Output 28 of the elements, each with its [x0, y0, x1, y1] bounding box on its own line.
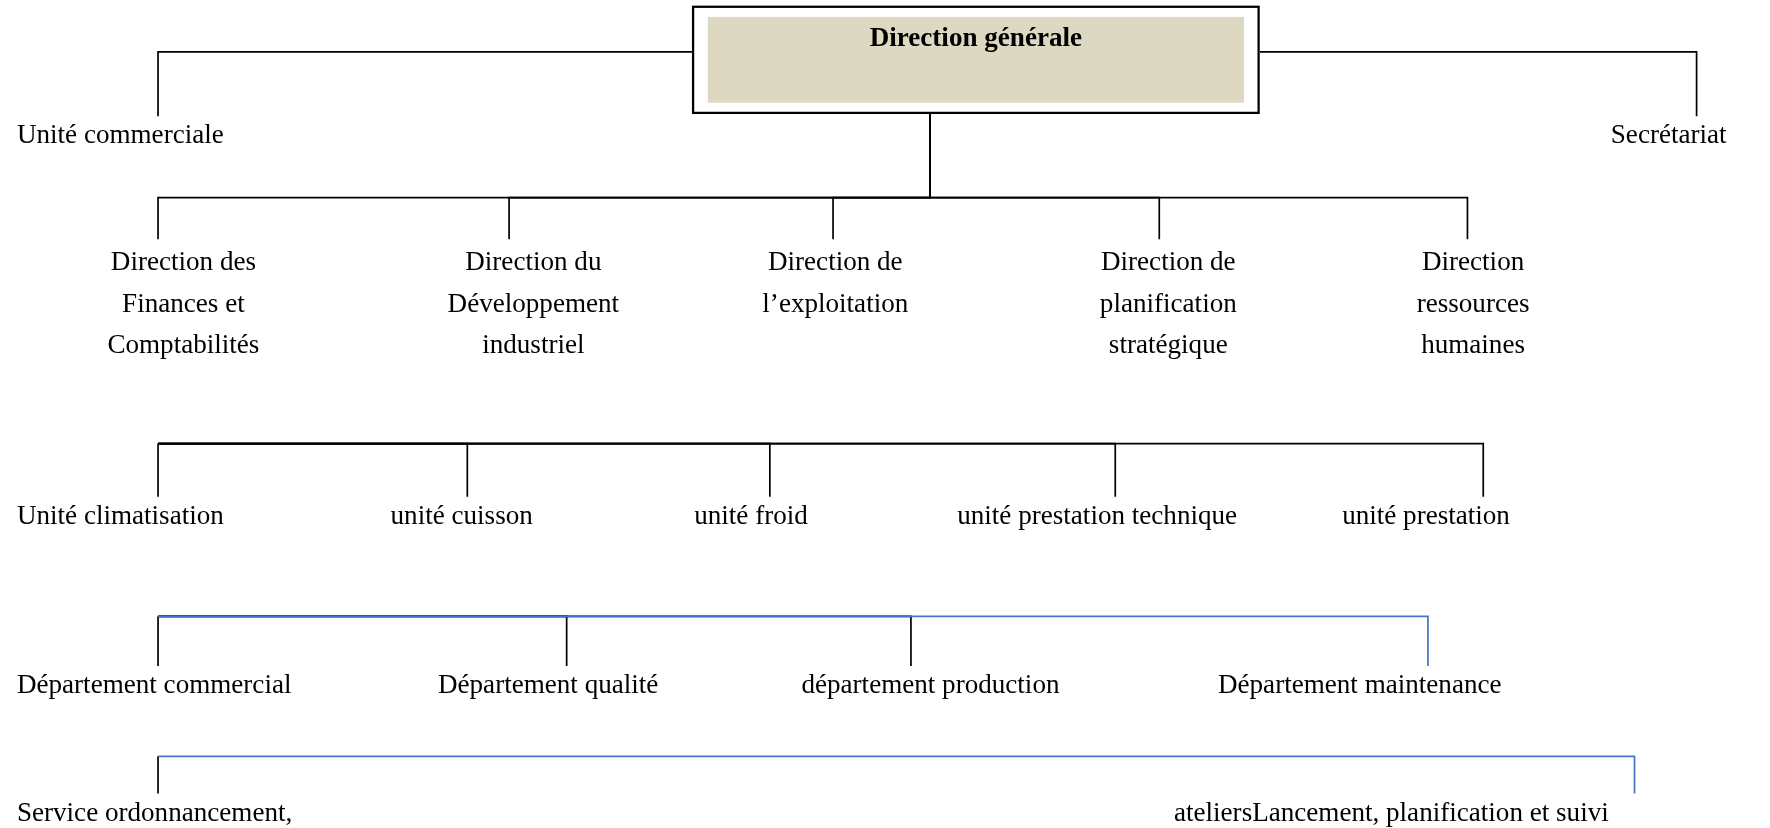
box-label: Direction générale	[707, 16, 1244, 103]
connector-line	[157, 615, 1429, 667]
connector-line	[1258, 51, 1698, 118]
connector-line	[157, 755, 159, 795]
connector-line	[157, 755, 1636, 795]
org-unit-label: Direction des Finances et Comptabilités	[79, 240, 288, 366]
org-unit-label: Direction du Développement industriel	[428, 240, 638, 366]
org-unit-label: Direction de planification stratégique	[1072, 240, 1265, 366]
connector-line	[157, 442, 159, 498]
org-unit-label: Département maintenance	[1218, 667, 1502, 701]
org-unit-label: Unité commerciale	[16, 117, 224, 152]
org-unit-label: ateliersLancement, planification et suivi	[1173, 794, 1609, 828]
org-unit-label: unité prestation	[1342, 497, 1510, 532]
org-unit-label: Secrétariat	[1610, 117, 1727, 152]
org-unit-label: Direction ressources humaines	[1394, 240, 1553, 366]
connector-line	[157, 615, 159, 667]
connector-line	[157, 51, 693, 118]
org-unit-label: unité prestation technique	[957, 497, 1238, 532]
org-box	[691, 5, 1260, 114]
org-unit-label: Unité climatisation	[16, 497, 224, 532]
org-unit-label: unité froid	[694, 497, 808, 532]
org-unit-label: unité cuisson	[390, 497, 533, 532]
org-unit-label: département production	[801, 667, 1060, 701]
org-unit-label: Direction de l’exploitation	[733, 240, 937, 324]
org-unit-label: Département qualité	[437, 667, 659, 701]
connector-line	[157, 442, 1485, 498]
org-unit-label: Département commercial	[16, 667, 292, 701]
org-unit-label: Service ordonnancement,	[16, 794, 293, 828]
